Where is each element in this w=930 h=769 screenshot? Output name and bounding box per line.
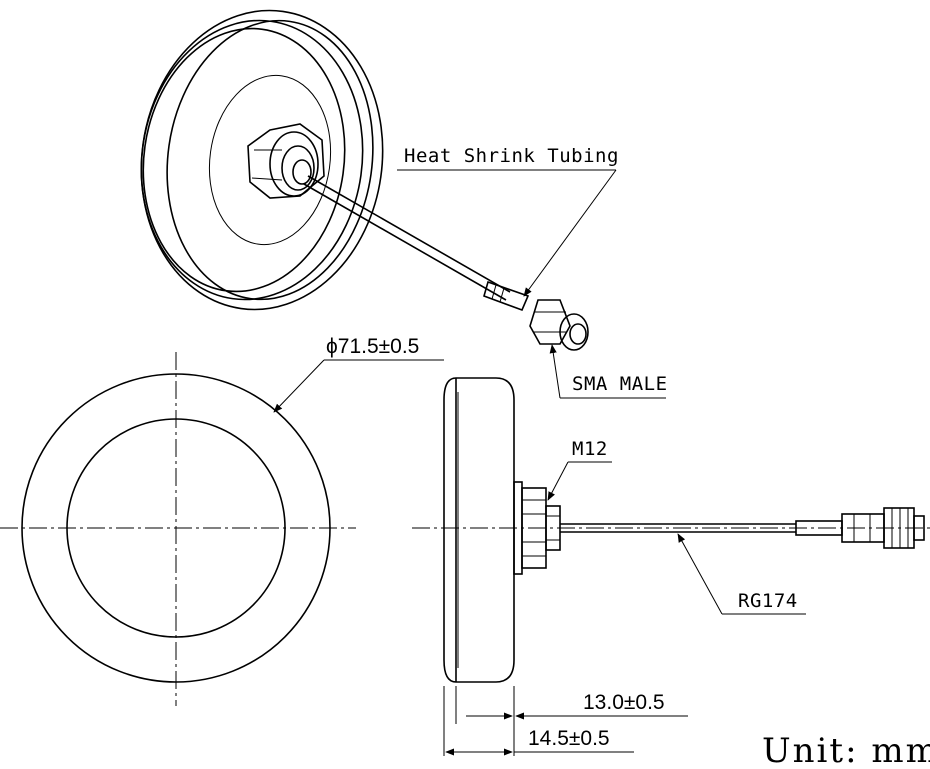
rg174-label: RG174 [738,590,798,612]
iso-nut [247,123,325,199]
isometric-view [140,9,589,351]
rg174-callout: RG174 [677,533,806,615]
side-nut [513,481,561,575]
side-view [412,377,930,683]
sma-male-callout: SMA MALE [549,344,668,399]
m12-label: M12 [572,438,608,460]
iso-cable [303,175,530,312]
dim-13-label: 13.0±0.5 [583,691,665,714]
dim-14-label: 14.5±0.5 [528,727,610,750]
front-view: ϕ71.5±0.5 [0,335,444,706]
iso-sma-connector [529,299,589,351]
thickness-dimensions: 13.0±0.5 14.5±0.5 [443,686,688,756]
unit-label: Unit: mm [762,731,930,769]
diameter-dimension: ϕ71.5±0.5 [326,335,419,358]
heat-shrink-label: Heat Shrink Tubing [404,145,619,167]
m12-callout: M12 [547,438,612,501]
sma-male-label: SMA MALE [572,373,668,395]
heat-shrink-callout: Heat Shrink Tubing [397,145,619,297]
side-cable [560,507,925,549]
